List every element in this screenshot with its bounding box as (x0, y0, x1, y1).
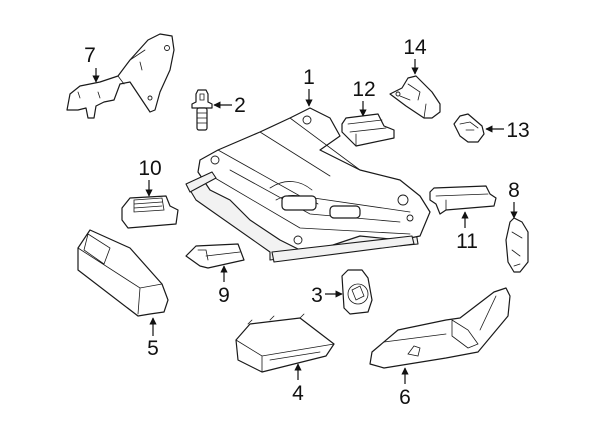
callout-9: 9 (218, 265, 230, 307)
callout-label-2: 2 (234, 94, 246, 117)
part-1-seat-adjuster-frame[interactable] (185, 107, 431, 263)
callout-13: 13 (485, 119, 530, 142)
part-4-control-module[interactable] (235, 313, 335, 373)
callout-14: 14 (403, 36, 427, 75)
part-11-rail-cover-right[interactable] (429, 185, 497, 215)
callout-2: 2 (213, 94, 246, 117)
part-6-outer-shield[interactable] (369, 287, 511, 369)
part-5-inner-shield[interactable] (77, 229, 169, 317)
callout-label-11: 11 (456, 230, 478, 253)
callout-label-5: 5 (147, 337, 159, 360)
part-8-side-bracket[interactable] (505, 217, 529, 273)
part-12-track-cover-front[interactable] (341, 113, 395, 147)
part-7-bracket[interactable] (66, 33, 175, 119)
callout-label-14: 14 (403, 36, 427, 59)
callout-label-12: 12 (352, 78, 375, 101)
callout-label-13: 13 (506, 119, 529, 142)
callout-label-3: 3 (311, 284, 323, 307)
callout-11: 11 (456, 211, 478, 253)
callout-4: 4 (292, 363, 304, 405)
callout-label-4: 4 (292, 382, 304, 405)
callout-label-8: 8 (508, 179, 520, 202)
part-14-cover-bracket[interactable] (389, 75, 441, 119)
part-2-bolt[interactable] (191, 89, 213, 131)
callout-3: 3 (311, 284, 343, 307)
callout-label-1: 1 (303, 66, 315, 89)
callout-8: 8 (508, 179, 520, 219)
part-3-motor[interactable] (341, 269, 373, 315)
callout-10: 10 (138, 157, 162, 197)
callout-6: 6 (399, 367, 411, 409)
callout-7: 7 (84, 44, 100, 83)
callout-1: 1 (303, 66, 315, 107)
callout-label-7: 7 (84, 44, 96, 67)
callout-label-6: 6 (399, 386, 411, 409)
part-10-track-cover[interactable] (121, 195, 179, 229)
callout-label-10: 10 (138, 157, 161, 180)
part-13-clip[interactable] (453, 113, 485, 143)
part-9-rail-cover[interactable] (185, 243, 245, 269)
callout-12: 12 (352, 78, 376, 117)
callout-5: 5 (147, 317, 159, 360)
callout-label-9: 9 (218, 284, 230, 307)
